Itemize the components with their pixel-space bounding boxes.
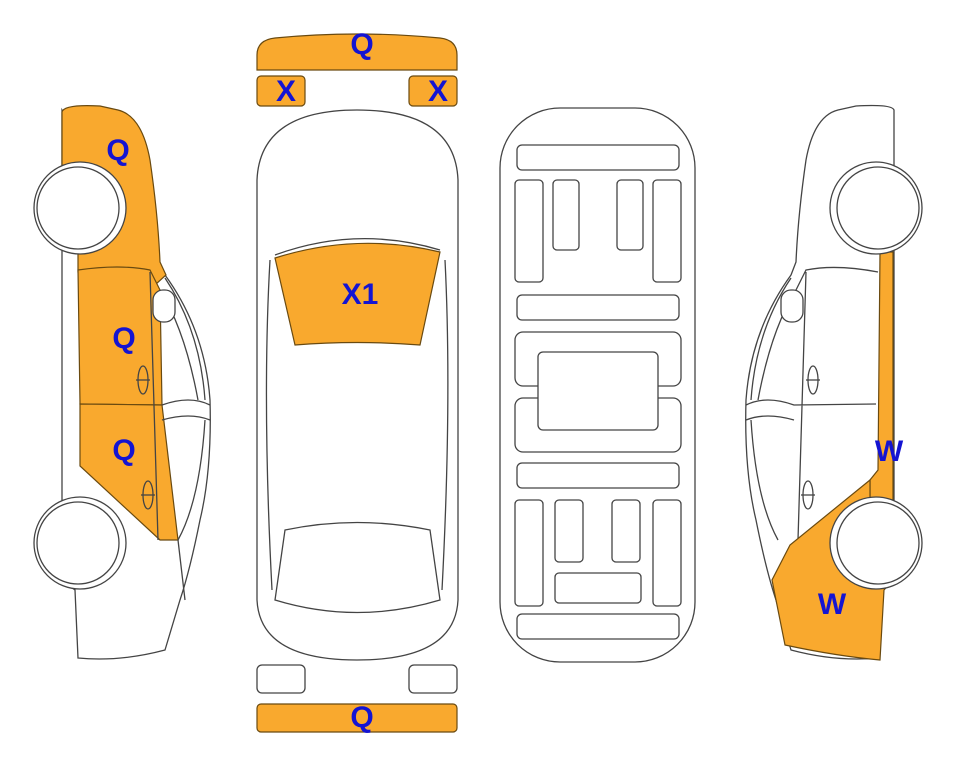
right-headlight-damage[interactable] [408, 75, 458, 107]
front-bumper-damage[interactable] [256, 33, 458, 71]
windshield-damage[interactable] [274, 242, 441, 346]
damage-label: X [276, 75, 296, 108]
damage-label: X [428, 75, 448, 108]
right-side-view: W W [745, 104, 923, 661]
rear-bumper-damage[interactable] [256, 703, 458, 733]
damage-label: Q [106, 134, 129, 167]
front-door-damage[interactable] [77, 266, 163, 406]
damage-label: Q [112, 434, 135, 467]
underside-view [499, 107, 696, 663]
damage-label: Q [112, 322, 135, 355]
damage-label: Q [350, 701, 373, 734]
damage-label: W [818, 588, 847, 621]
left-headlight-damage[interactable] [256, 75, 306, 107]
left-side-view: Q Q Q [33, 105, 211, 660]
top-view: Q X X X1 Q [256, 28, 459, 734]
rear-door-damage[interactable] [79, 403, 179, 541]
damage-label: X1 [342, 278, 379, 311]
damage-label: W [875, 435, 904, 468]
damage-label: Q [350, 28, 373, 61]
